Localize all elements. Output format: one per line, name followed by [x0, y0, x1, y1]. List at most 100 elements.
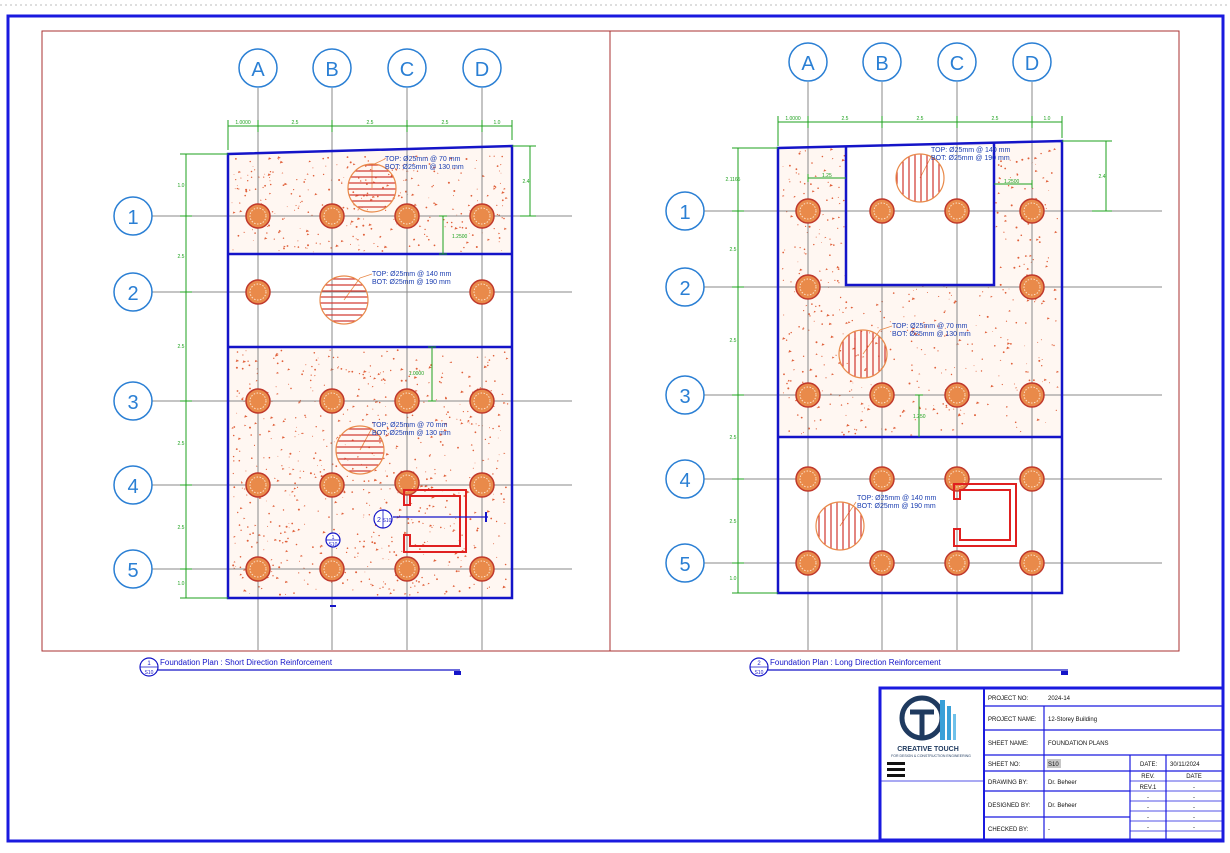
- speckle-dot: [460, 172, 462, 174]
- speckle-dot: [910, 340, 913, 343]
- speckle-dot: [498, 425, 500, 428]
- speckle-dot: [423, 401, 425, 403]
- speckle-dot: [237, 437, 242, 440]
- speckle-dot: [350, 243, 351, 245]
- speckle-dot: [423, 541, 426, 544]
- speckle-dot: [1046, 260, 1048, 263]
- speckle-dot: [782, 195, 785, 197]
- speckle-dot: [281, 172, 284, 174]
- speckle-dot: [933, 405, 935, 406]
- speckle-dot: [363, 480, 366, 483]
- speckle-dot: [811, 190, 815, 193]
- speckle-dot: [312, 390, 314, 392]
- speckle-dot: [380, 488, 382, 490]
- speckle-dot: [355, 225, 358, 228]
- speckle-dot: [1004, 291, 1007, 294]
- company-logo: [899, 695, 956, 741]
- dim-label: 2.5: [178, 525, 185, 531]
- speckle-dot: [236, 187, 239, 190]
- speckle-dot: [268, 512, 270, 515]
- speckle-dot: [952, 428, 955, 431]
- speckle-dot: [839, 296, 842, 299]
- grid-label: 5: [127, 560, 138, 582]
- speckle-dot: [298, 205, 300, 207]
- speckle-dot: [815, 375, 818, 378]
- speckle-dot: [299, 560, 300, 562]
- speckle-dot: [1026, 267, 1030, 271]
- speckle-dot: [498, 170, 500, 172]
- speckle-dot: [821, 155, 824, 158]
- speckle-dot: [465, 158, 468, 160]
- speckle-dot: [273, 238, 275, 240]
- speckle-dot: [304, 414, 306, 417]
- speckle-dot: [1026, 363, 1028, 365]
- speckle-dot: [283, 247, 285, 250]
- speckle-dot: [1037, 341, 1039, 343]
- drawn-by-value: Dr. Beheer: [1048, 780, 1077, 786]
- speckle-dot: [448, 416, 451, 419]
- speckle-dot: [424, 512, 426, 514]
- speckle-dot: [358, 388, 360, 391]
- speckle-dot: [796, 414, 800, 416]
- speckle-dot: [908, 293, 910, 296]
- speckle-dot: [1014, 421, 1017, 424]
- speckle-dot: [409, 594, 411, 596]
- speckle-dot: [1029, 239, 1032, 241]
- speckle-dot: [473, 583, 475, 586]
- speckle-dot: [264, 198, 267, 201]
- speckle-dot: [798, 272, 800, 275]
- speckle-dot: [449, 168, 451, 170]
- grid-label: 1: [679, 202, 690, 224]
- pile-detail: [873, 386, 891, 404]
- speckle-dot: [369, 561, 373, 563]
- speckle-dot: [877, 327, 879, 329]
- speckle-dot: [860, 419, 864, 422]
- speckle-dot: [389, 592, 393, 595]
- speckle-dot: [296, 426, 297, 428]
- speckle-dot: [268, 157, 272, 160]
- speckle-dot: [472, 449, 475, 452]
- speckle-dot: [233, 460, 235, 462]
- speckle-dot: [353, 207, 356, 210]
- speckle-dot: [280, 448, 283, 451]
- speckle-dot: [803, 248, 806, 251]
- dim-label: 2.5: [292, 120, 299, 126]
- speckle-dot: [363, 489, 365, 491]
- speckle-dot: [503, 501, 505, 503]
- speckle-dot: [889, 321, 891, 323]
- pile-detail: [948, 554, 966, 572]
- speckle-dot: [368, 491, 371, 494]
- speckle-dot: [357, 209, 360, 211]
- rev-date-header: DATE: [1186, 774, 1202, 780]
- pile-detail: [473, 283, 491, 301]
- pile-detail: [799, 202, 817, 220]
- speckle-dot: [418, 510, 420, 513]
- speckle-dot: [275, 576, 280, 580]
- speckle-dot: [425, 206, 428, 209]
- speckle-dot: [307, 189, 309, 191]
- speckle-dot: [439, 433, 443, 436]
- speckle-dot: [410, 586, 412, 589]
- speckle-dot: [446, 221, 449, 224]
- speckle-dot: [433, 559, 437, 562]
- speckle-dot: [341, 182, 343, 184]
- speckle-dot: [440, 526, 442, 529]
- speckle-dot: [503, 227, 507, 230]
- speckle-dot: [265, 468, 267, 470]
- speckle-dot: [994, 345, 996, 347]
- speckle-dot: [1033, 379, 1035, 382]
- speckle-dot: [346, 225, 348, 227]
- speckle-dot: [269, 180, 271, 182]
- grid-bubbles-columns: A B C D: [238, 48, 502, 88]
- speckle-dot: [489, 155, 491, 157]
- speckle-dot: [861, 411, 863, 413]
- speckle-dot: [1027, 223, 1030, 225]
- speckle-dot: [276, 362, 279, 365]
- speckle-dot: [458, 590, 461, 593]
- speckle-dot: [498, 241, 500, 243]
- speckle-dot: [829, 238, 831, 240]
- speckle-dot: [399, 515, 401, 517]
- speckle-dot: [1008, 288, 1010, 290]
- speckle-dot: [450, 221, 453, 224]
- speckle-dot: [794, 246, 796, 248]
